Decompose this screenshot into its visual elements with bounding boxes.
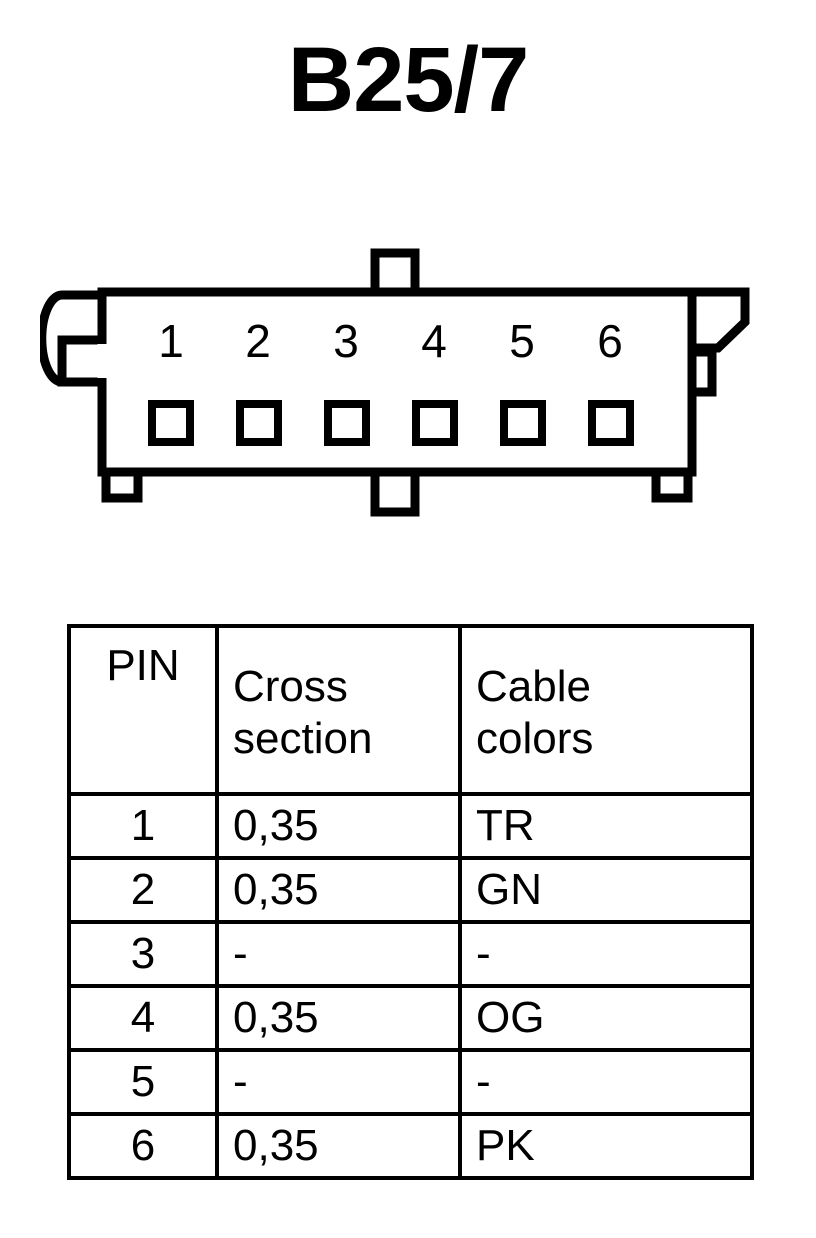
column-header-cross-section-line1: Cross [233, 662, 348, 711]
cell-cross-section-2: 0,35 [215, 856, 462, 924]
pin-cavity-2[interactable] [236, 400, 282, 446]
column-header-cable-colors-line1: Cable [476, 662, 591, 711]
pin-cavity-6[interactable] [588, 400, 634, 446]
table-row: 3 - - [67, 920, 754, 988]
pin-number-label-4: 4 [421, 315, 447, 367]
table-row: 1 0,35 TR [67, 792, 754, 860]
cell-pin-2: 2 [67, 856, 219, 924]
pin-cavity-5[interactable] [500, 400, 546, 446]
connector-svg: 1 2 3 4 5 6 [40, 248, 750, 517]
pin-cavity-3[interactable] [324, 400, 370, 446]
connector-right-foot [651, 467, 693, 503]
pin-number-label-1: 1 [158, 315, 184, 367]
connector-left-shoulder [57, 335, 102, 387]
table-header-row: PIN Cross section Cable colors [67, 624, 754, 796]
cell-pin-3: 3 [67, 920, 219, 988]
cell-pin-4: 4 [67, 984, 219, 1052]
column-header-cross-section-line2: section [233, 714, 373, 763]
table-row: 4 0,35 OG [67, 984, 754, 1052]
pinout-table-body: 1 0,35 TR 2 0,35 GN 3 - - 4 0,35 OG 5 - … [67, 792, 754, 1180]
cell-cable-color-4: OG [458, 984, 754, 1052]
pin-cavity-4[interactable] [412, 400, 458, 446]
cell-cable-color-2: GN [458, 856, 754, 924]
pin-cavity-1[interactable] [148, 400, 194, 446]
cell-cross-section-6: 0,35 [215, 1112, 462, 1180]
pin-number-label-2: 2 [245, 315, 271, 367]
column-header-cable-colors: Cable colors [458, 624, 754, 796]
column-header-pin: PIN [67, 624, 219, 796]
connector-right-latch-icon [685, 287, 750, 353]
table-row: 2 0,35 GN [67, 856, 754, 924]
cell-cable-color-3: - [458, 920, 754, 988]
cell-cable-color-6: PK [458, 1112, 754, 1180]
page-title: B25/7 [287, 29, 530, 131]
column-header-cross-section: Cross section [215, 624, 462, 796]
cell-pin-5: 5 [67, 1048, 219, 1116]
cell-pin-6: 6 [67, 1112, 219, 1180]
pin-number-label-5: 5 [509, 315, 535, 367]
pin-number-label-6: 6 [597, 315, 623, 367]
pinout-table: PIN Cross section Cable colors 1 0,35 TR… [67, 624, 754, 1180]
column-header-cable-colors-line2: colors [476, 714, 594, 763]
pinout-table-head: PIN Cross section Cable colors [67, 624, 754, 796]
connector-diagram: 1 2 3 4 5 6 [40, 240, 776, 530]
cell-cable-color-5: - [458, 1048, 754, 1116]
cell-cross-section-3: - [215, 920, 462, 988]
pin-number-label-3: 3 [333, 315, 359, 367]
table-row: 6 0,35 PK [67, 1112, 754, 1180]
cell-cross-section-1: 0,35 [215, 792, 462, 860]
connector-top-tab [370, 248, 420, 298]
cell-cross-section-5: - [215, 1048, 462, 1116]
table-row: 5 - - [67, 1048, 754, 1116]
cell-cross-section-4: 0,35 [215, 984, 462, 1052]
connector-left-foot [101, 467, 143, 503]
cell-cable-color-1: TR [458, 792, 754, 860]
cell-pin-1: 1 [67, 792, 219, 860]
